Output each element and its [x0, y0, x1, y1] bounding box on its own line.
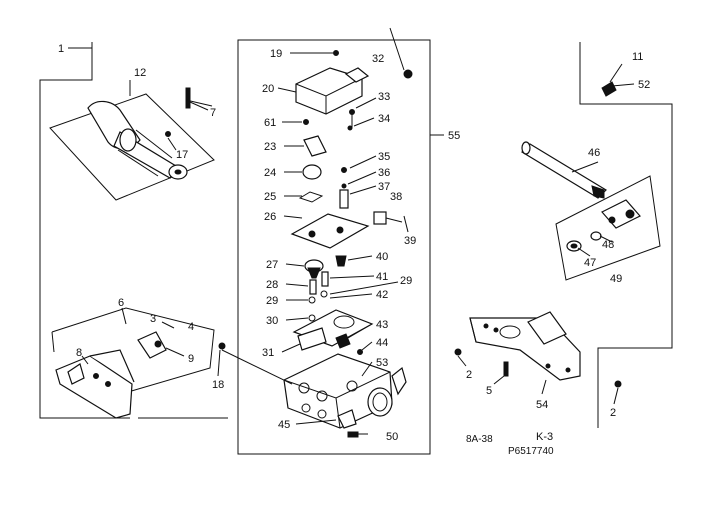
burner-assembly — [49, 87, 215, 201]
callout-23: 23 — [264, 141, 276, 153]
callout-42: 42 — [376, 289, 388, 301]
callout-29-left: 29 — [266, 295, 278, 307]
callout-43: 43 — [376, 319, 388, 331]
valve-group-box — [237, 39, 431, 455]
right-assembly — [454, 63, 661, 405]
callout-53: 53 — [376, 357, 388, 369]
callout-50: 50 — [386, 431, 398, 443]
callout-44: 44 — [376, 337, 388, 349]
callouts: 1 12 7 17 6 3 4 8 9 18 19 32 20 33 61 34… — [58, 43, 650, 443]
callout-11: 11 — [632, 51, 643, 63]
callout-6: 6 — [118, 297, 124, 309]
callout-49: 49 — [610, 273, 622, 285]
callout-3: 3 — [150, 313, 156, 325]
callout-54: 54 — [536, 399, 548, 411]
callout-39: 39 — [404, 235, 416, 247]
callout-36: 36 — [378, 167, 390, 179]
callout-61: 61 — [264, 117, 276, 129]
assembly-outline — [39, 42, 673, 428]
callout-41: 41 — [376, 271, 388, 283]
part-number: P6517740 — [508, 446, 554, 457]
valve-parts — [218, 50, 413, 438]
callout-26: 26 — [264, 211, 276, 223]
callout-20: 20 — [262, 83, 274, 95]
callout-2-right: 2 — [610, 407, 616, 419]
callout-40: 40 — [376, 251, 388, 263]
footer-codes: 8A-38 K-3 P6517740 — [466, 431, 554, 457]
callout-2-left: 2 — [466, 369, 472, 381]
callout-46: 46 — [588, 147, 600, 159]
callout-24: 24 — [264, 167, 276, 179]
callout-34: 34 — [378, 113, 390, 125]
callout-17: 17 — [176, 149, 188, 161]
callout-18: 18 — [212, 379, 224, 391]
callout-29-right: 29 — [400, 275, 412, 287]
callout-35: 35 — [378, 151, 390, 163]
callout-12: 12 — [134, 67, 146, 79]
bracket-assembly — [51, 307, 215, 419]
callout-37: 37 — [378, 181, 390, 193]
callout-9: 9 — [188, 353, 194, 365]
leader-lines — [81, 27, 409, 425]
callout-27: 27 — [266, 259, 278, 271]
callout-5: 5 — [486, 385, 492, 397]
callout-33: 33 — [378, 91, 390, 103]
drawing-code: 8A-38 — [466, 434, 493, 445]
callout-8: 8 — [76, 347, 82, 359]
callout-47: 47 — [584, 257, 596, 269]
revision-code: K-3 — [536, 431, 553, 443]
callout-45: 45 — [278, 419, 290, 431]
callout-25: 25 — [264, 191, 276, 203]
callout-30: 30 — [266, 315, 278, 327]
callout-7: 7 — [210, 107, 216, 119]
callout-32: 32 — [372, 53, 384, 65]
callout-4: 4 — [188, 321, 194, 333]
callout-1: 1 — [58, 43, 64, 55]
callout-28: 28 — [266, 279, 278, 291]
callout-48: 48 — [602, 239, 614, 251]
callout-52: 52 — [638, 79, 650, 91]
callout-55: 55 — [448, 130, 460, 142]
callout-38: 38 — [390, 191, 402, 203]
callout-31: 31 — [262, 347, 274, 359]
callout-19: 19 — [270, 48, 282, 60]
